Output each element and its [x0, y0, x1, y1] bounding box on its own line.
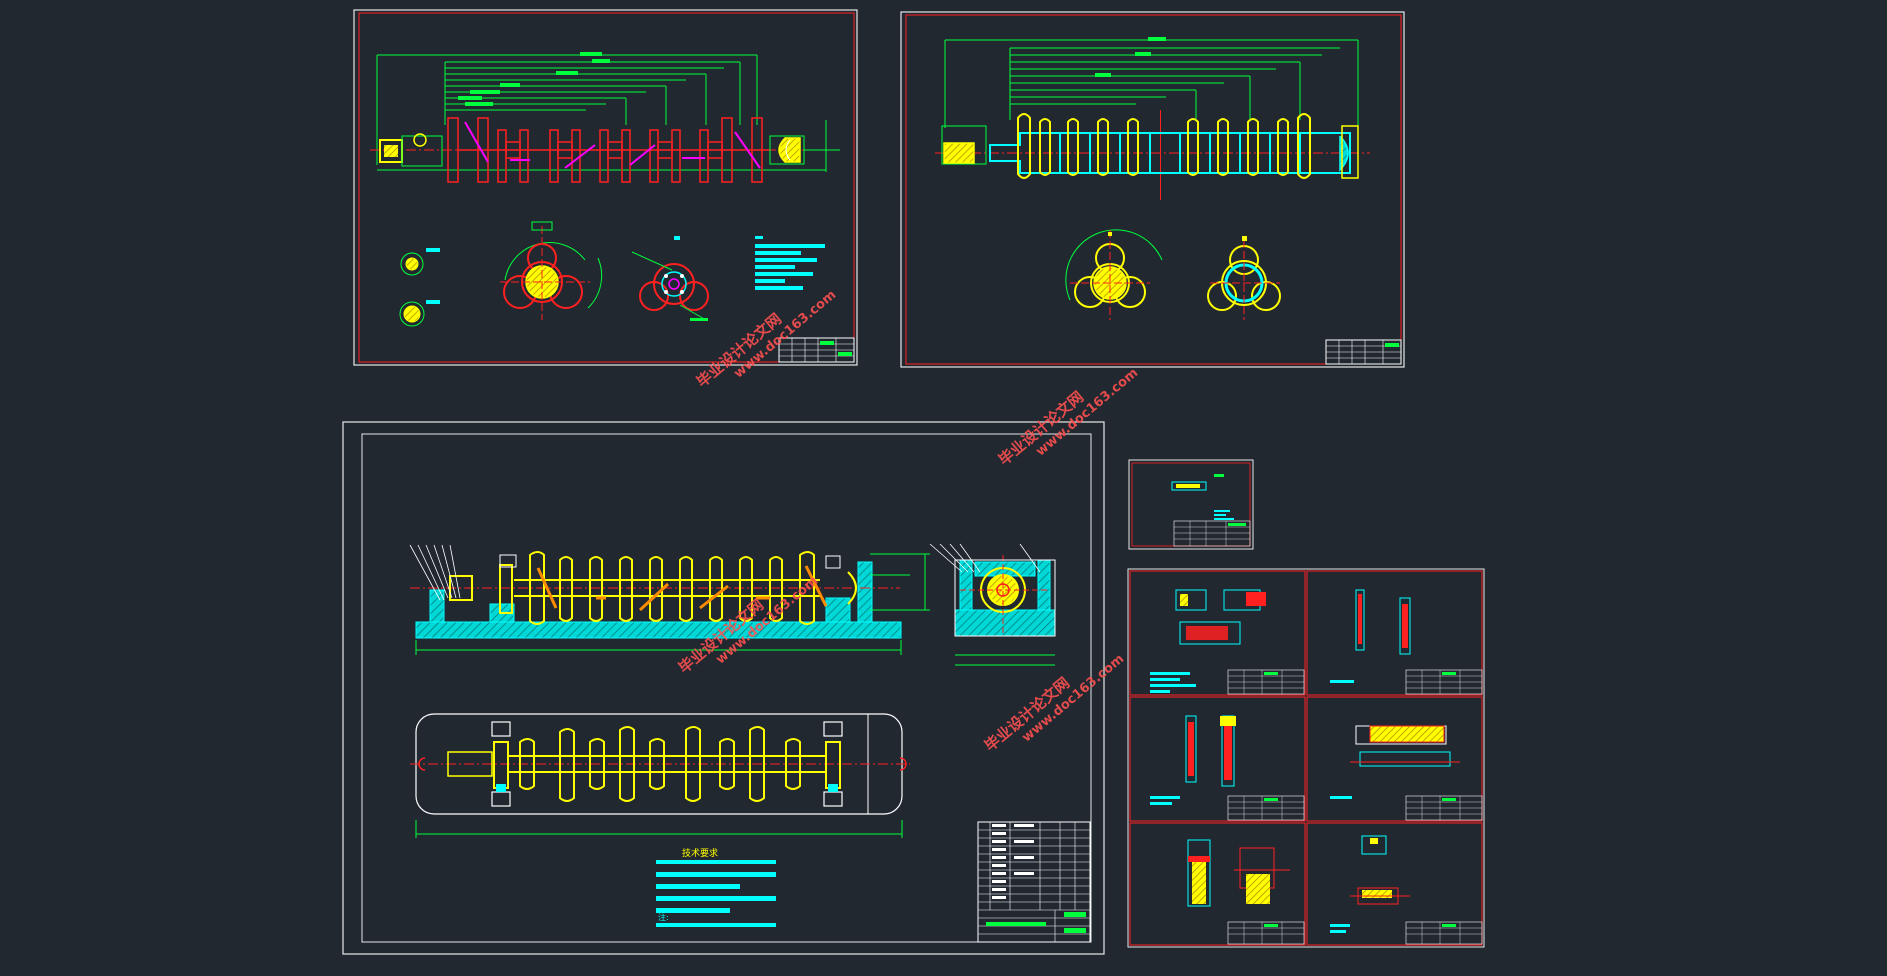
- technical-notes-block: [755, 236, 825, 290]
- sheet-3-fixture-assembly: 技术要求 注:: [342, 421, 1105, 955]
- note-label: 注:: [658, 912, 669, 922]
- process-card-2: [1330, 589, 1483, 695]
- watermark-layer: 毕业设计论文网 www.doc163.com 毕业设计论文网 www.doc16…: [675, 287, 1141, 755]
- dimension-lines: [376, 54, 827, 172]
- process-card-6: [1330, 835, 1483, 945]
- crankshaft-icon: [370, 117, 840, 183]
- parts-list-table: [977, 821, 1091, 943]
- plan-view: [410, 713, 910, 838]
- fixture-icon: [409, 544, 930, 655]
- side-view: [929, 543, 1056, 666]
- sheet-2-crankshaft-blank: [900, 11, 1405, 368]
- process-card-4: [1330, 725, 1483, 821]
- process-card-1: [1150, 589, 1305, 695]
- process-card-3: [1150, 715, 1305, 821]
- sheet-1-crankshaft-part: [353, 9, 858, 366]
- tech-req-title: 技术要求: [682, 847, 718, 859]
- tech-requirements: 技术要求 注:: [656, 847, 776, 927]
- title-block-icon: [778, 337, 855, 363]
- section-views: [399, 221, 709, 327]
- sheet-5-process-cards: [1127, 568, 1485, 948]
- sheet-4-process-card: [1128, 459, 1254, 550]
- process-card-5: [1187, 839, 1305, 945]
